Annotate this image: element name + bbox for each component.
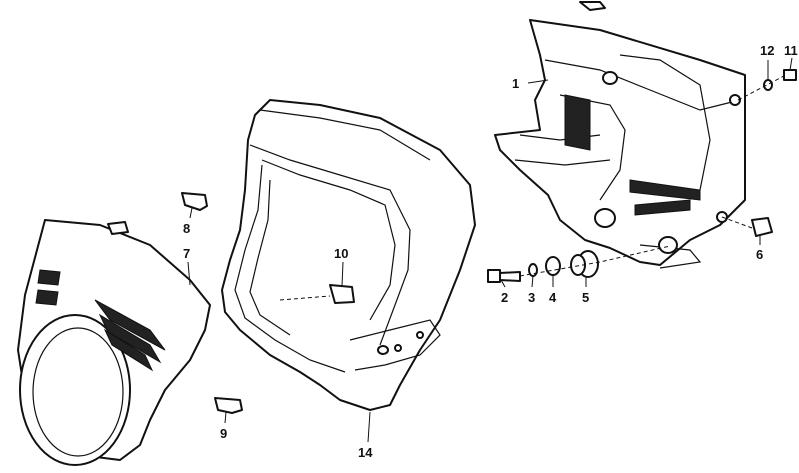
leader-11 [789,57,793,71]
top-clip [579,1,606,11]
callout-14: 14 [358,445,373,460]
part-6-bushing [751,217,773,237]
part-11-screw [783,69,797,81]
part-7-rear-shell [17,219,211,466]
callout-6: 6 [756,247,763,262]
part-4-washer [545,256,561,276]
leader-3 [531,275,534,288]
part-9-clip [214,397,243,414]
leader-1 [527,79,549,84]
callout-8: 8 [183,221,190,236]
callout-11: 11 [784,43,798,58]
part-12-washer [763,79,773,91]
callout-12: 12 [760,43,774,58]
callout-7: 7 [183,246,190,261]
callout-5: 5 [582,290,589,305]
callout-2: 2 [501,290,508,305]
leader-10 [341,261,344,287]
part-8-clip [181,192,208,211]
assembly-line-bushing [721,216,753,229]
callout-4: 4 [549,290,557,305]
callout-1: 1 [512,76,519,91]
assembly-line-screw [737,75,785,101]
part-14-front-shell [221,99,476,411]
assembly-line-nut [279,295,331,301]
callout-3: 3 [528,290,535,305]
callout-10: 10 [334,246,348,261]
callout-9: 9 [220,426,227,441]
part-2-bolt [487,269,521,283]
leader-2 [499,277,506,288]
leader-7 [187,261,191,286]
leader-8 [189,207,193,219]
leader-14 [367,411,371,443]
leader-9 [224,411,227,424]
part-10-nut [329,284,355,304]
part-5-grommet [570,250,599,278]
assembly-line-bolt [519,245,671,277]
part-1-bracket [494,19,746,269]
